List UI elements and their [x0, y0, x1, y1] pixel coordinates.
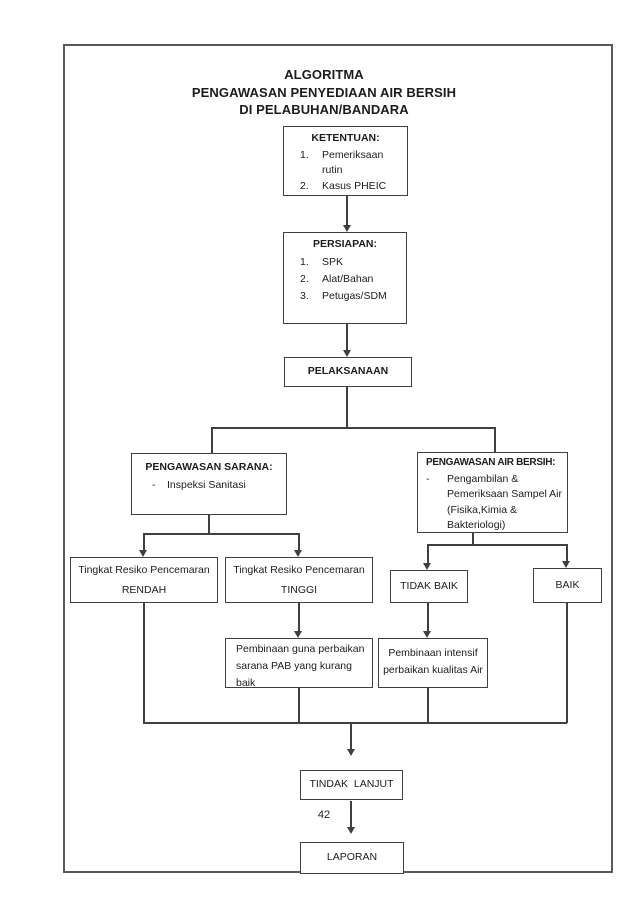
edge-merge-horizontal-line: [143, 722, 567, 724]
node-pembinaan-intensif-line: perbaikan kualitas Air: [383, 664, 483, 676]
list-marker: 2.: [300, 272, 309, 285]
list-marker: 1.: [300, 255, 309, 268]
edge-sarana-horizontal-line: [144, 533, 300, 535]
node-resiko-rendah-line: RENDAH: [121, 583, 167, 596]
node-laporan: LAPORAN: [300, 842, 404, 874]
node-resiko-rendah-line: Tingkat Resiko Pencemaran: [78, 564, 210, 576]
edge-baik-merge-line: [566, 603, 568, 723]
list-marker: 2.: [300, 179, 309, 192]
list-line: Pemeriksaan Sampel Air: [447, 488, 562, 500]
page-number: 42: [317, 809, 331, 821]
list-line: Alat/Bahan: [322, 272, 374, 285]
edge-to-rendah-line: [143, 533, 145, 551]
edge-persiapan-pelaksanaan-arrowhead: [342, 350, 351, 357]
node-baik: BAIK: [533, 568, 602, 603]
list-line: Inspeksi Sanitasi: [167, 479, 246, 491]
node-pembinaan-sarana-line: Pembinaan guna perbaikan: [236, 643, 365, 655]
node-resiko-tinggi: Tingkat Resiko Pencemaran TINGGI: [225, 557, 373, 603]
list-line: Kasus PHEIC: [322, 179, 387, 192]
node-pembinaan-intensif: Pembinaan intensif perbaikan kualitas Ai…: [378, 638, 488, 688]
node-pembinaan-sarana: Pembinaan guna perbaikan sarana PAB yang…: [225, 638, 373, 688]
node-persiapan-heading: PERSIAPAN:: [313, 238, 377, 250]
node-tindak-lanjut-label: TINDAK LANJUT: [309, 778, 394, 791]
edge-branch-horizontal-line: [211, 427, 495, 429]
list-line: SPK: [322, 255, 344, 268]
node-pengawasan-air-bersih-heading: PENGAWASAN AIR BERSIH:: [426, 457, 556, 468]
page-title: ALGORITMA PENGAWASAN PENYEDIAAN AIR BERS…: [94, 66, 554, 119]
edge-to-tidakbaik-arrowhead: [423, 563, 431, 570]
edge-tindaklanjut-laporan-arrowhead: [346, 827, 355, 834]
node-ketentuan-heading: KETENTUAN:: [311, 132, 380, 144]
node-pengawasan-sarana: PENGAWASAN SARANA: - Inspeksi Sanitasi: [131, 453, 287, 515]
list-line: Pengambilan &: [447, 472, 519, 485]
edge-tinggi-pembinaan-line: [298, 603, 300, 632]
list-item: - Pengambilan & Pemeriksaan Sampel Air (…: [426, 472, 566, 533]
edge-tidakbaik-pembinaan-arrowhead: [423, 631, 431, 638]
edge-airbersih-horizontal-line: [428, 544, 568, 546]
node-pengawasan-sarana-heading: PENGAWASAN SARANA:: [145, 461, 273, 473]
list-item: 3. Petugas/SDM: [300, 288, 404, 305]
list-item: - Inspeksi Sanitasi: [152, 477, 286, 494]
edge-to-baik-line: [566, 544, 568, 562]
edge-ketentuan-persiapan-arrowhead: [342, 225, 351, 232]
list-line: rutin: [322, 164, 343, 176]
node-pengawasan-air-bersih: PENGAWASAN AIR BERSIH: - Pengambilan & P…: [417, 452, 568, 533]
node-pembinaan-sarana-line: sarana PAB yang kurang: [236, 660, 352, 672]
list-item: 1. SPK: [300, 254, 404, 271]
node-tidak-baik: TIDAK BAIK: [390, 570, 468, 603]
list-item: 2. Kasus PHEIC: [300, 179, 405, 195]
node-pembinaan-sarana-line: baik: [236, 677, 256, 688]
list-item: 1. Pemeriksaan rutin: [300, 148, 405, 179]
edge-branch-left-line: [211, 427, 213, 453]
list-line: Petugas/SDM: [322, 289, 387, 302]
node-pelaksanaan-label: PELAKSANAAN: [307, 365, 389, 378]
list-marker: -: [152, 479, 156, 491]
node-tindak-lanjut: TINDAK LANJUT: [300, 770, 403, 800]
edge-pelaksanaan-split-line: [346, 386, 348, 428]
edge-airbersih-split-line: [472, 533, 474, 545]
edge-ketentuan-persiapan-line: [346, 196, 348, 226]
list-line: Pemeriksaan: [322, 148, 384, 161]
node-baik-label: BAIK: [555, 578, 580, 591]
page-title-line: PENGAWASAN PENYEDIAAN AIR BERSIH: [191, 84, 457, 100]
node-laporan-label: LAPORAN: [326, 851, 378, 864]
list-marker: 3.: [300, 289, 309, 302]
edge-pembinaan-sarana-merge-line: [298, 688, 300, 723]
edge-pembinaan-intensif-merge-line: [427, 688, 429, 723]
edge-to-rendah-arrowhead: [139, 550, 147, 557]
list-marker: -: [426, 472, 430, 485]
list-line: Bakteriologi): [447, 519, 506, 531]
edge-to-tinggi-line: [298, 533, 300, 551]
node-ketentuan: KETENTUAN: 1. Pemeriksaan rutin 2. Kasus…: [283, 126, 408, 196]
edge-branch-right-line: [494, 427, 496, 452]
list-item: 2. Alat/Bahan: [300, 271, 404, 288]
node-resiko-tinggi-line: Tingkat Resiko Pencemaran: [233, 564, 365, 576]
edge-to-baik-arrowhead: [562, 561, 570, 568]
edge-persiapan-pelaksanaan-line: [346, 324, 348, 351]
edge-tinggi-pembinaan-arrowhead: [294, 631, 302, 638]
edge-tidakbaik-pembinaan-line: [427, 603, 429, 632]
node-tidak-baik-label: TIDAK BAIK: [400, 579, 458, 592]
edge-sarana-split-line: [208, 515, 210, 534]
page-title-line: DI PELABUHAN/BANDARA: [239, 102, 409, 117]
node-resiko-tinggi-line: TINGGI: [280, 583, 318, 596]
edge-to-tidakbaik-line: [427, 544, 429, 564]
node-pembinaan-intensif-line: Pembinaan intensif: [388, 647, 478, 659]
node-resiko-rendah: Tingkat Resiko Pencemaran RENDAH: [70, 557, 218, 603]
list-line: (Fisika,Kimia &: [447, 503, 518, 516]
node-pelaksanaan: PELAKSANAAN: [284, 357, 412, 387]
page-title-line: ALGORITMA: [284, 67, 364, 82]
edge-to-tinggi-arrowhead: [294, 550, 302, 557]
edge-tindaklanjut-laporan-line: [350, 801, 352, 828]
edge-merge-tindaklanjut-arrowhead: [346, 749, 355, 756]
edge-rendah-merge-line: [143, 603, 145, 723]
node-persiapan: PERSIAPAN: 1. SPK 2. Alat/Bahan 3. Petug…: [283, 232, 407, 324]
list-marker: 1.: [300, 148, 309, 161]
edge-merge-tindaklanjut-line: [350, 722, 352, 750]
